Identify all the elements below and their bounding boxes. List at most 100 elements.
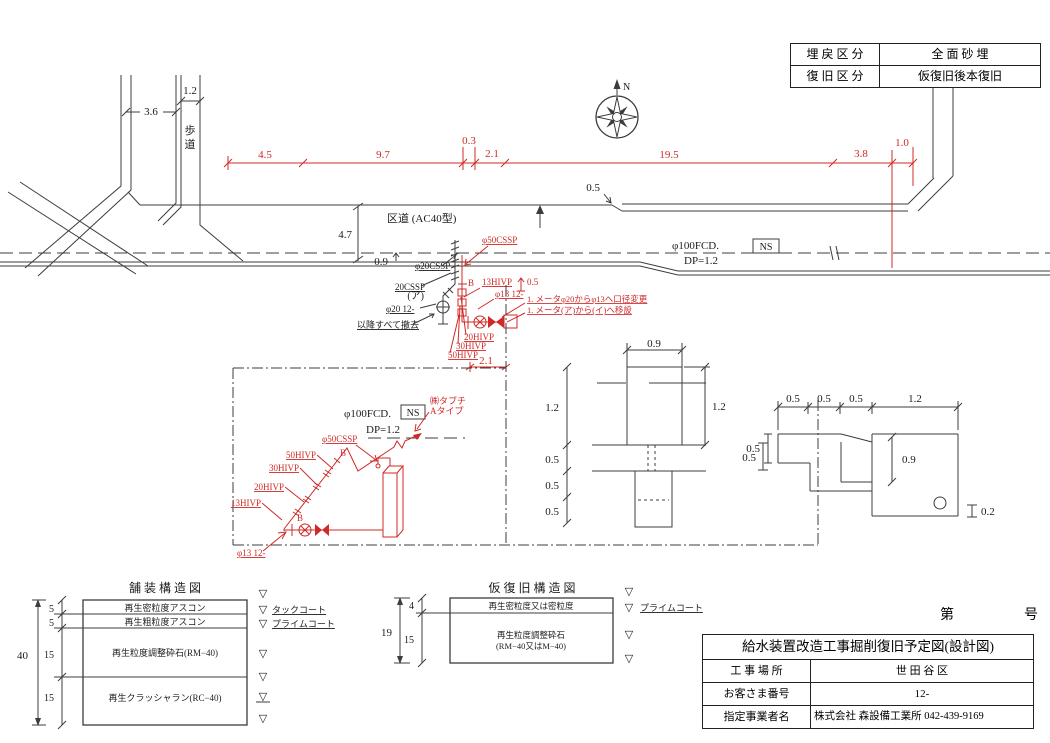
layer-name: 再生クラッシャラン(RC−40) [108,692,221,703]
cssp20-old-label: 20CSSP [395,282,425,292]
layer-name: 再生密粒度又は密粒度 [488,601,574,611]
ground-symbol: ▽ [259,671,268,683]
dim-19-5: 19.5 [659,149,679,161]
customer-no-label: お客さま番号 [703,683,811,705]
sidewalk-label: 歩 [185,123,196,137]
sec1-dim-1: 1.2 [545,402,559,414]
layer-name: 再生粒度調整砕石 [497,630,565,640]
dim-3-6: 3.6 [144,106,158,118]
sidewalk-label: 道 [185,137,196,151]
detail-hivp20-label: 20HIVP [254,482,284,492]
sec2-dim-left: 0.5 [746,443,760,455]
dim-4-5: 4.5 [258,149,272,161]
table-row: 復 旧 区 分 仮復旧後本復旧 [791,65,1040,87]
backfill-value: 全 面 砂 埋 [931,47,989,61]
dim-2-1: 2.1 [485,148,499,160]
layer-thickness: 15 [44,693,54,704]
road-linework [0,75,1050,277]
standpipe-symbol [382,472,398,538]
layer-name: 再生粒度調整砕石(RM−40) [112,647,218,658]
ground-symbol: ▽ [625,602,634,614]
main-pipe-ns: NS [760,242,773,253]
layer-thickness: 4 [409,601,414,612]
detail-main-dp: DP=1.2 [366,424,400,436]
dim-4-7: 4.7 [338,229,352,241]
top-dimension-line: 4.5 9.7 0.3 2.1 19.5 3.8 1.0 [223,135,918,268]
cssp20-new-label: φ20CSSP [415,261,450,271]
restoration-label: 復 旧 区 分 [791,66,880,87]
dim-0-5-red: 0.5 [527,277,539,287]
north-arrow-icon [613,79,621,89]
sec2-dim-t4: 1.2 [908,393,922,405]
road-labels: 区道 (AC40型) 4.7 0.9 0.5 φ100FCD. NS DP=1.… [338,182,780,268]
dim-9-7: 9.7 [376,149,390,161]
meter-box-symbol [503,314,518,329]
prime-coat-label: プライムコート [272,619,335,629]
hivp13-label: 13HIVP [482,277,512,287]
ground-symbol: ▽ [259,604,268,616]
cssp50-label: φ50CSSP [482,235,517,245]
section-stepped: 0.5 0.5 0.5 1.2 0.9 0.5 0.2 [746,393,995,518]
hivp30-label: 30HIVP [456,341,486,351]
service-connection-existing: (ア) φ20 12- 以降すべて撤去 φ20CSSP 20CSSP [357,240,460,330]
contractor-value: 株式会社 森設備工業所 042-439-9169 [814,711,984,722]
sec1-dim-3: 0.5 [545,480,559,492]
meter-a-label: (ア) [407,291,424,302]
pavement-total: 40 [17,650,29,662]
contractor-label: 指定事業者名 [703,706,811,728]
restoration-value: 仮復旧後本復旧 [917,69,1002,83]
table-row: 工 事 場 所 世 田 谷 区 [703,659,1033,682]
detail-main-pipe-label: φ100FCD. [344,408,391,420]
hivp20-label: 20HIVP [464,332,494,342]
water-meter-symbol [473,315,487,329]
number-suffix: 号 [1024,608,1040,623]
pavement-structure-diagram: 舗 装 構 造 図 40 5 5 15 15 再生密粒度アスコン 再生粗粒度アス… [17,581,335,730]
temp-total: 19 [381,627,393,639]
temporary-restoration-diagram: 仮 復 旧 構 造 図 19 4 15 再生密粒度又は密粒度 再生粒度調整砕石 … [381,580,703,668]
new-pipe-no-label: φ13 12- [495,289,523,299]
layer-thickness: 5 [49,604,54,615]
detail-hivp50-label: 50HIVP [286,450,316,460]
detail-b-marker-1: B [340,448,346,458]
number-prefix: 第 [940,608,956,623]
maker-label-1: ㈱タブチ [430,395,466,406]
layer-thickness: 15 [44,650,54,661]
detail-cssp50-label: φ50CSSP [322,434,357,444]
pipe-break-symbol [829,245,840,261]
boundary-lines [232,285,819,546]
faucet-symbol [375,463,381,469]
sec1-dim-right: 1.2 [712,401,726,413]
dim-1-0: 1.0 [895,137,909,149]
tack-coat-label: タックコート [272,605,326,615]
customer-no-value: 12- [914,688,930,700]
backfill-label: 埋 戻 区 分 [791,44,880,65]
detail-isometric: φ100FCD. NS DP=1.2 ㈱タブチ Aタイプ φ50CSSP 50H… [231,395,466,558]
detail-main-ns: NS [407,408,420,419]
backfill-classification-table: 埋 戻 区 分 全 面 砂 埋 復 旧 区 分 仮復旧後本復旧 [790,43,1041,88]
ground-symbol: ▽ [259,691,268,703]
dim-0-9: 0.9 [374,256,388,268]
ground-symbol: ▽ [259,618,268,630]
north-label: N [623,82,630,93]
sec2-dim-t1: 0.5 [786,393,800,405]
sec1-dim-4: 0.5 [545,506,559,518]
detail-hivp13-label: 13HIVP [231,498,261,508]
section-trench: 0.9 1.2 0.5 0.5 0.5 1.2 0.5 [545,338,768,528]
layer-name: 再生密粒度アスコン [124,602,205,613]
layer-name: 再生粗粒度アスコン [124,616,205,627]
drawing-title: 給水装置改造工事掘削復旧予定図(設計図) [742,639,994,654]
layer-thickness: 5 [49,618,54,629]
title-block: 給水装置改造工事掘削復旧予定図(設計図) 工 事 場 所 世 田 谷 区 お客さ… [702,634,1034,729]
drawing-number: 第 号 [940,604,1040,624]
service-connection-new: φ50CSSP B 13HIVP φ13 12- 0.5 1. メータφ20から… [448,235,648,372]
dim-0-5-step: 0.5 [586,182,600,194]
main-pipe-label: φ100FCD. [672,240,719,252]
sec2-dim-t3: 0.5 [849,393,863,405]
ground-symbol: ▽ [259,713,268,725]
layer-name: (RM−40又はM−40) [496,641,566,651]
note-diameter-change: 1. メータφ20からφ13へ口径変更 [527,294,648,304]
road-name-label: 区道 (AC40型) [387,211,457,225]
prime-coat-label: プライムコート [640,603,703,613]
